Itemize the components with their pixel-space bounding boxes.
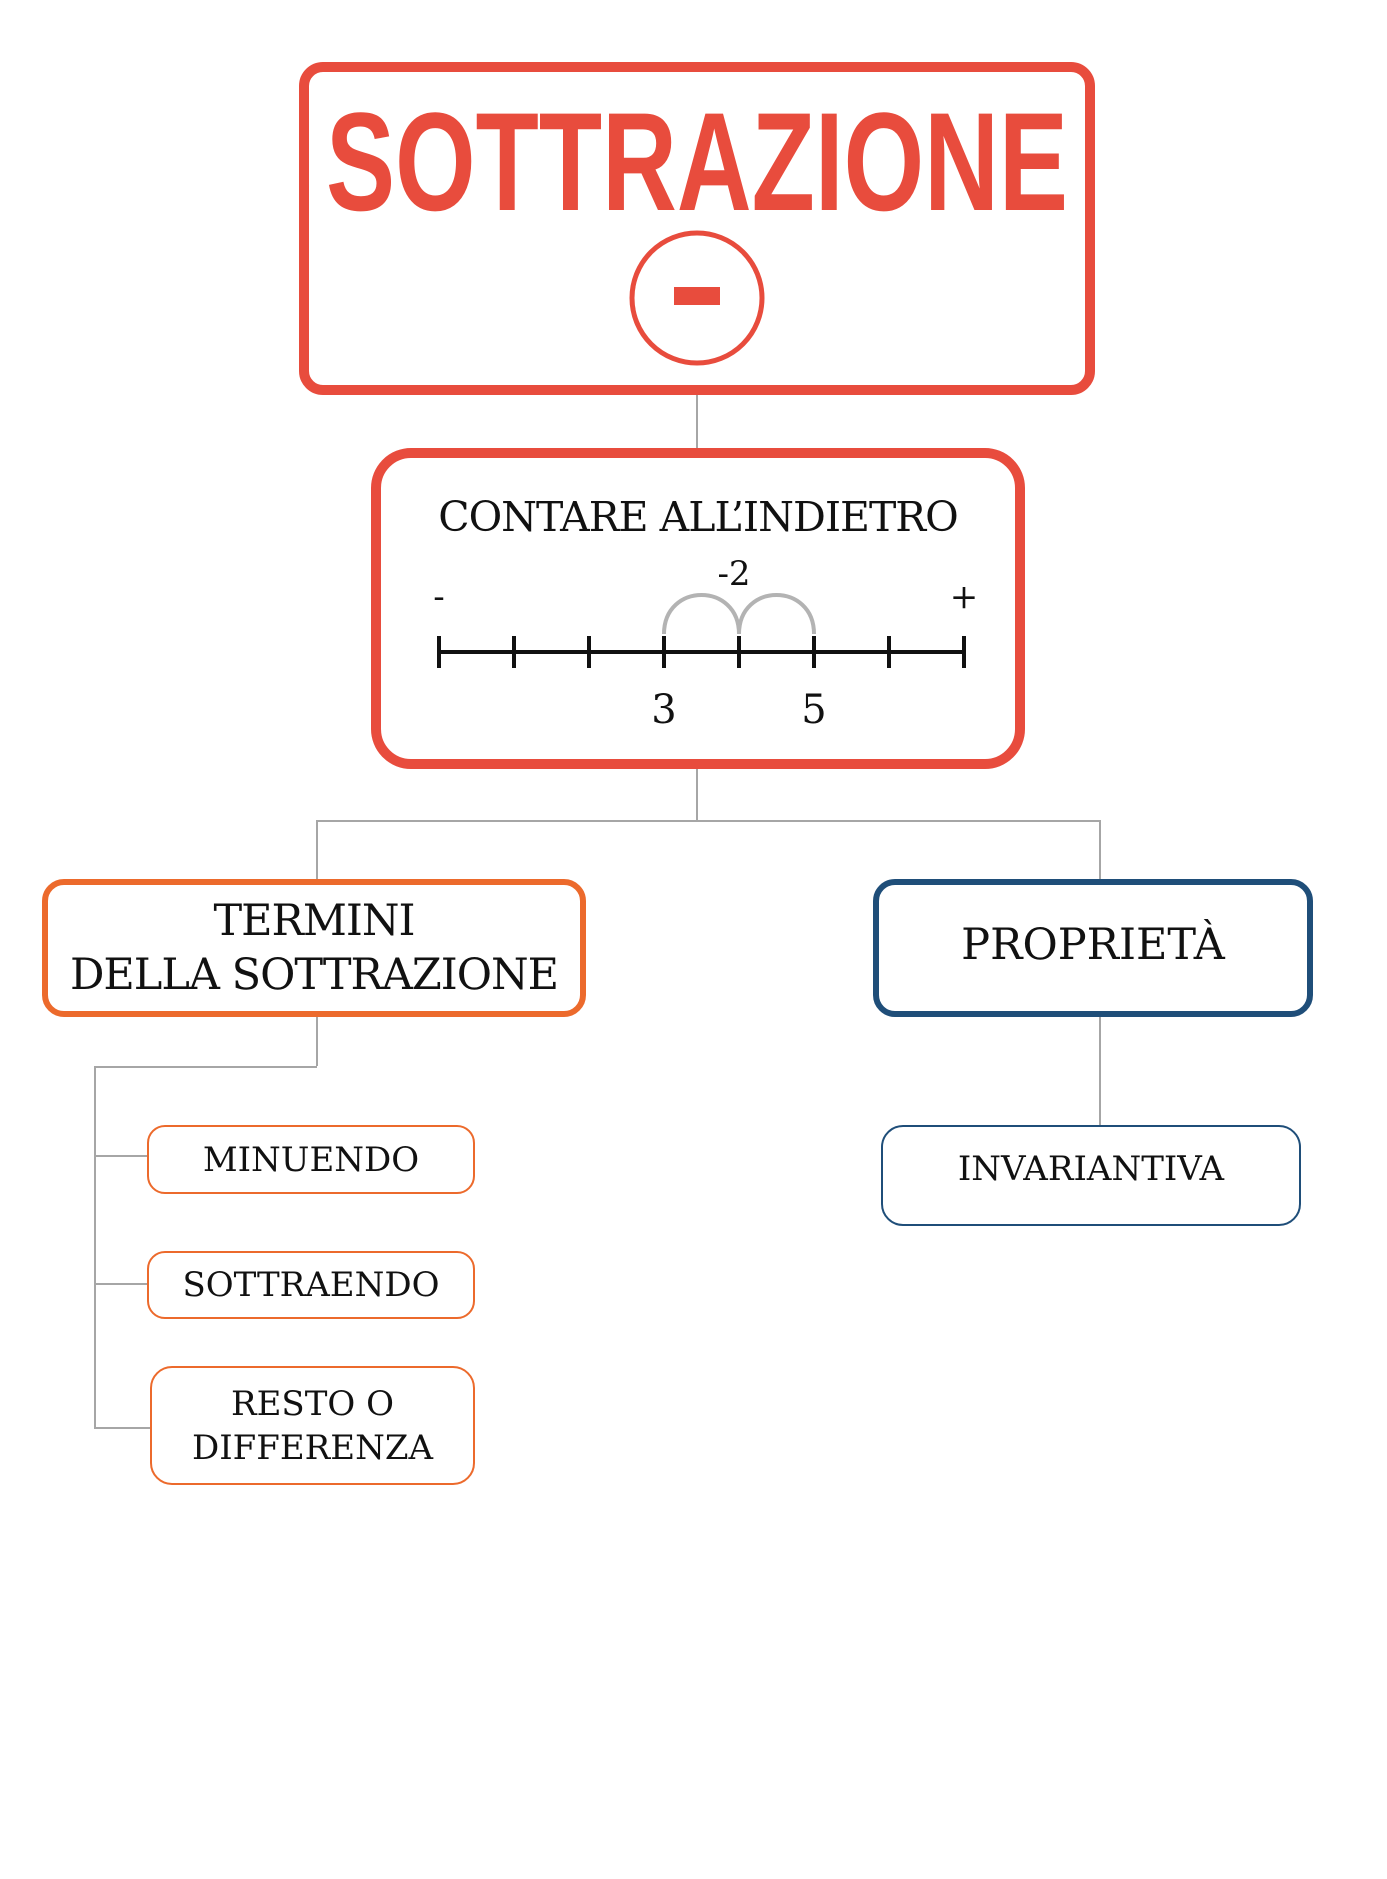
connector	[1099, 820, 1101, 879]
property-label: INVARIANTIVA	[957, 1148, 1225, 1189]
jump-arc	[737, 593, 816, 635]
term-resto: RESTO O DIFFERENZA	[150, 1366, 475, 1485]
title-box: SOTTRAZIONE	[299, 62, 1095, 395]
term-label: MINUENDO	[202, 1139, 420, 1180]
tick-label-3: 3	[651, 687, 676, 733]
terms-heading-line1: TERMINI	[213, 896, 415, 946]
minus-sign-icon	[674, 287, 720, 305]
counting-box: CONTARE ALL’INDIETRO - + -2 3 5	[371, 448, 1025, 769]
terms-heading-box: TERMINI DELLA SOTTRAZIONE	[42, 879, 586, 1017]
term-label: RESTO O	[231, 1383, 394, 1424]
jump-arc	[662, 593, 741, 635]
tick-label-5: 5	[801, 687, 826, 733]
term-sottraendo: SOTTRAENDO	[147, 1251, 475, 1319]
term-label: DIFFERENZA	[191, 1427, 434, 1468]
term-label: SOTTRAENDO	[182, 1265, 440, 1305]
property-invariantiva: INVARIANTIVA	[881, 1125, 1301, 1226]
connector	[94, 1066, 317, 1068]
term-minuendo: MINUENDO	[147, 1125, 475, 1194]
plus-end-label: +	[950, 577, 979, 617]
terms-heading-line2: DELLA SOTTRAZIONE	[69, 950, 559, 1000]
counting-heading: CONTARE ALL’INDIETRO	[438, 493, 959, 541]
connector	[1099, 1017, 1101, 1125]
connector	[696, 769, 698, 820]
title-text: SOTTRAZIONE	[326, 83, 1068, 240]
minus-circle-icon	[629, 230, 765, 366]
number-line: - + -2 3 5	[433, 554, 979, 733]
minus-end-label: -	[433, 577, 445, 617]
connector	[94, 1066, 96, 1428]
connector	[94, 1155, 147, 1157]
connector	[94, 1427, 150, 1429]
jump-label: -2	[717, 554, 750, 594]
connector	[316, 820, 1100, 822]
connector	[94, 1283, 147, 1285]
title-graphic: SOTTRAZIONE	[326, 83, 1068, 366]
connector	[316, 1017, 318, 1066]
connector	[316, 820, 318, 879]
connector	[696, 395, 698, 448]
properties-heading: PROPRIETÀ	[961, 920, 1225, 970]
properties-heading-box: PROPRIETÀ	[873, 879, 1313, 1017]
